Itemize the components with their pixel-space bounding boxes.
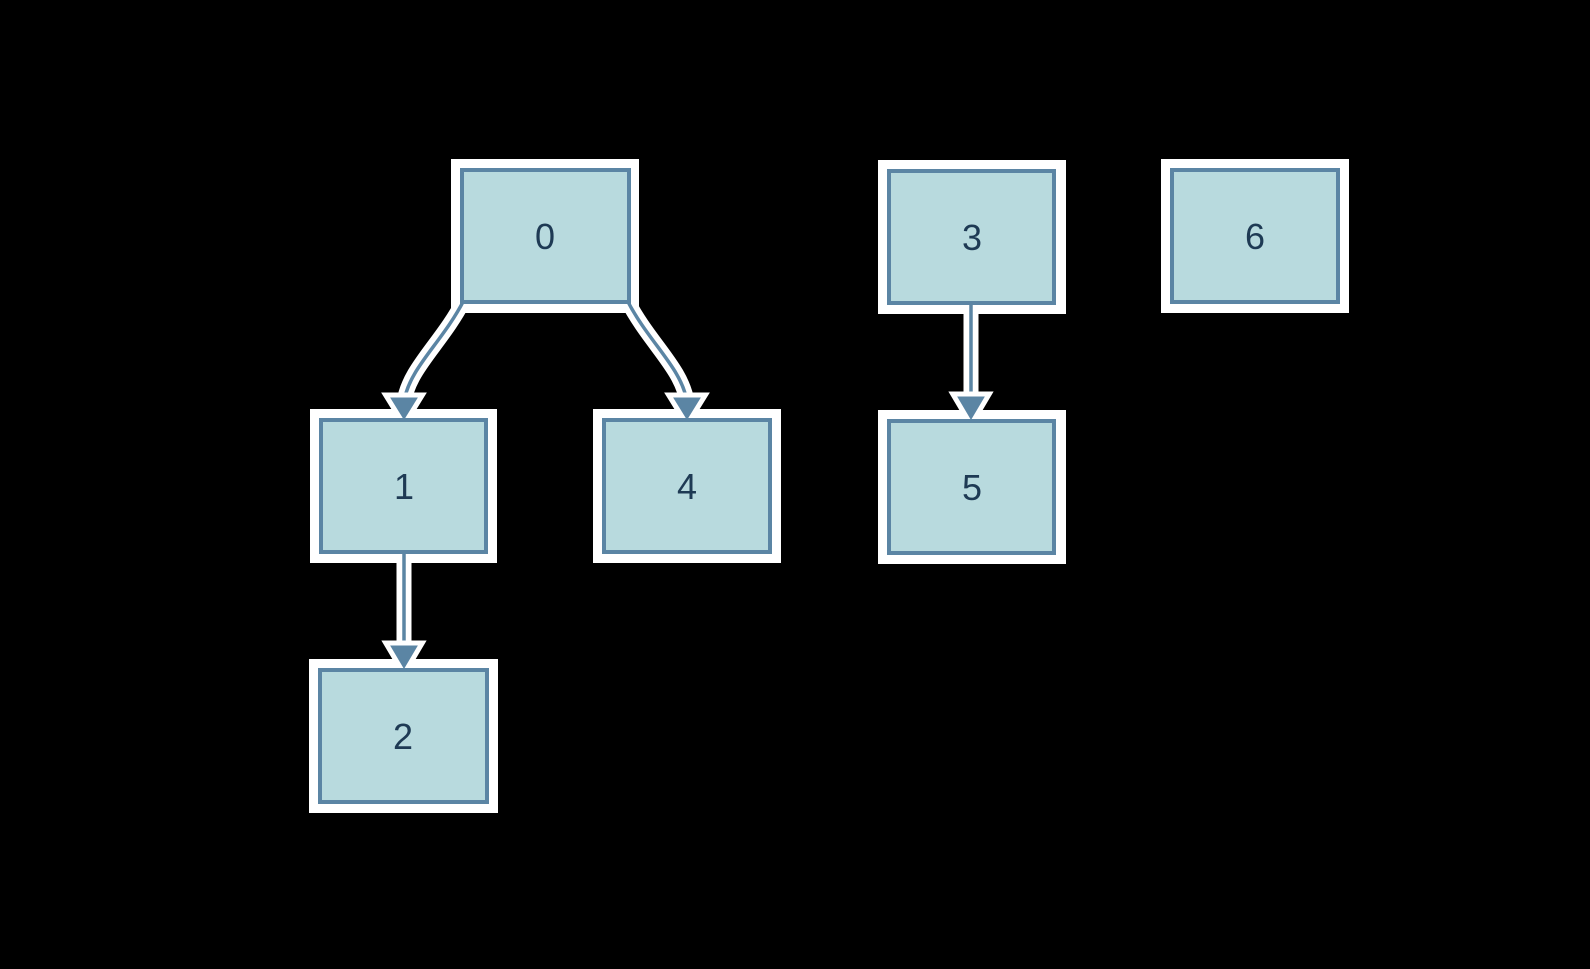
node-0[interactable]: 0 [460,168,631,304]
node-3-label: 3 [962,217,982,258]
node-3-box[interactable] [887,169,1056,305]
node-1[interactable]: 1 [319,418,488,554]
node-layer: 0 1 2 3 4 5 6 [318,168,1340,804]
node-2-label: 2 [393,716,413,757]
edge-0-to-1-line[interactable] [402,299,466,403]
node-5-box[interactable] [887,419,1056,555]
edge-0-to-4-line[interactable] [625,299,689,403]
edge-0-to-4[interactable] [616,289,710,430]
node-2[interactable]: 2 [318,668,489,804]
node-6-box[interactable] [1170,168,1340,304]
node-6[interactable]: 6 [1170,168,1340,304]
node-0-box[interactable] [460,168,631,304]
edge-1-to-2-arrowhead-icon [390,645,418,669]
node-1-box[interactable] [319,418,488,554]
node-6-label: 6 [1245,216,1265,257]
edge-0-to-4-arrowhead-icon [673,397,701,420]
edge-0-to-1-arrowhead-icon [390,397,418,420]
node-2-box[interactable] [318,668,489,804]
edge-0-to-1[interactable] [381,289,475,430]
node-5-label: 5 [962,467,982,508]
node-3[interactable]: 3 [887,169,1056,305]
node-0-label: 0 [535,216,555,257]
edge-3-to-5[interactable] [948,294,994,430]
edge-3-to-5-arrowhead-icon [957,396,985,420]
node-4-box[interactable] [602,418,772,554]
node-4[interactable]: 4 [602,418,772,554]
node-1-label: 1 [394,466,414,507]
edge-layer [381,289,994,679]
edge-1-to-2[interactable] [381,542,427,679]
node-5[interactable]: 5 [887,419,1056,555]
node-4-label: 4 [677,466,697,507]
